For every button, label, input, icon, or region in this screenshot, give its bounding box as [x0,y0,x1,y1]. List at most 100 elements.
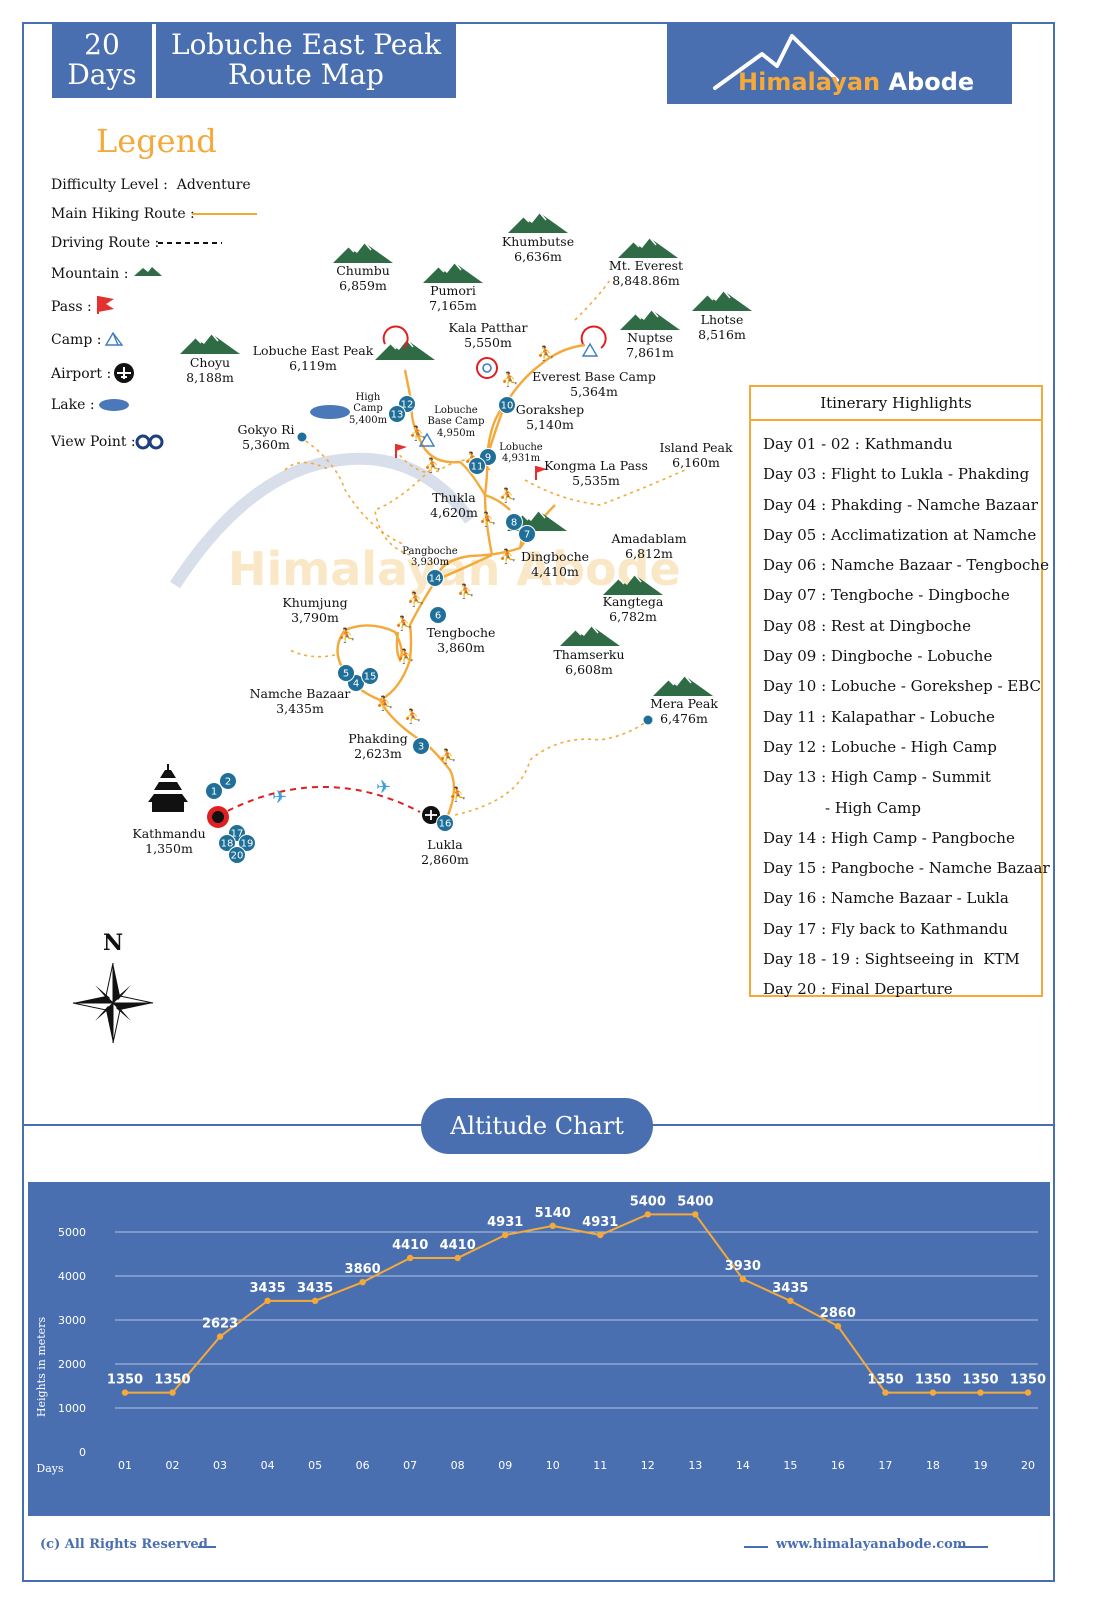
x-tick-label: 16 [831,1459,845,1472]
place-name: Pumori [430,283,476,298]
hiker-icon: ⛹ [424,456,441,474]
itinerary-item: - High Camp [763,798,921,817]
data-point [359,1278,366,1286]
altitude-line [125,1213,1028,1394]
flight-path [217,785,421,817]
svg-text:14: 14 [429,574,442,585]
x-tick-label: 10 [546,1459,560,1472]
svg-text:12: 12 [401,400,414,411]
place-altitude: 2,623m [354,746,402,761]
data-label: 3435 [297,1281,333,1296]
place-name: Kangtega [603,594,664,609]
route-map: Himalayan Abode ✈ ✈ ⛹⛹⛹⛹⛹⛹⛹⛹⛹⛹⛹⛹⛹⛹⛹⛹⛹ Kh… [72,212,752,1044]
legend-lake: Lake : [51,397,95,413]
website-link[interactable]: www.himalayanabode.com [776,1537,967,1552]
svg-text:13: 13 [391,410,404,421]
watermark-text: Himalayan Abode [228,542,681,596]
day-marker: 1 [205,782,223,800]
x-tick-label: 20 [1021,1459,1035,1472]
difficulty-value: Adventure [176,177,251,193]
mountain-icon [333,243,393,263]
data-point [549,1222,556,1230]
place-name: High [356,392,381,403]
mountain-icon [180,334,240,354]
mountain-icon [618,238,678,258]
data-label: 4931 [487,1215,523,1230]
svg-text:4: 4 [353,679,359,690]
mountain-icon [653,676,713,696]
legend-pass: Pass : [51,299,92,315]
mountain-icon [375,340,435,360]
data-point [121,1389,129,1396]
place-altitude: 5,360m [242,437,290,452]
x-tick-label: 08 [451,1459,465,1472]
x-tick-label: 01 [118,1459,132,1472]
data-label: 2860 [820,1306,856,1321]
day-marker: 13 [388,405,406,423]
y-tick-label: 1000 [58,1402,86,1415]
camp-icon [418,432,436,447]
data-point [977,1389,984,1396]
hiker-icon: ⛹ [457,582,474,600]
data-label: 1350 [962,1373,998,1388]
place-altitude: 8,188m [186,370,234,385]
y-tick-label: 3000 [58,1314,86,1327]
hiker-icon: ⛹ [395,614,412,632]
plane-icon: ✈ [376,777,391,798]
itinerary-item: Day 04 : Phakding - Namche Bazaar [763,495,1038,514]
place-name: Base Camp [427,416,484,427]
x-tick-label: 17 [878,1459,892,1472]
place-altitude: 7,165m [429,298,477,313]
itinerary-item: Day 14 : High Camp - Pangboche [763,828,1015,847]
itinerary-item: Day 06 : Namche Bazaar - Tengboche [763,556,1049,575]
hiker-icon: ⛹ [397,647,414,665]
svg-text:11: 11 [471,462,484,473]
place-altitude: 4,931m [502,453,541,464]
y-tick-label: 5000 [58,1226,86,1239]
itinerary-item: Day 10 : Lobuche - Gorekshep - EBC [763,677,1042,696]
legend-airport: Airport : [51,366,112,382]
data-point [169,1389,176,1396]
watermark-swoosh [169,452,475,589]
data-label: 3435 [772,1281,808,1296]
itinerary-item: Day 18 - 19 : Sightseeing in KTM [763,950,1020,969]
plane-icon: ✈ [272,787,287,808]
camp-icon [581,342,599,357]
svg-text:3: 3 [418,742,424,753]
hiker-icon: ⛹ [499,547,516,565]
place-name: Choyu [190,355,230,370]
hiker-icon: ⛹ [479,510,496,528]
place-altitude: 5,364m [570,384,618,399]
place-altitude: 8,848.86m [612,273,680,288]
data-point [502,1231,509,1239]
svg-text:1: 1 [211,787,217,798]
x-tick-label: 05 [308,1459,322,1472]
y-tick-label: 2000 [58,1358,86,1371]
x-tick-label: 19 [973,1459,987,1472]
x-tick-label: 13 [688,1459,702,1472]
place-altitude: 6,160m [672,455,720,470]
days-number: 20 [84,28,120,61]
place-altitude: 6,119m [289,358,337,373]
svg-text:18: 18 [221,839,234,850]
footer-rule [198,1546,216,1548]
data-point [929,1389,937,1396]
y-tick-label: 0 [79,1446,86,1459]
day-marker: 20 [228,846,246,864]
data-point [644,1211,651,1218]
itinerary-title: Itinerary Highlights [751,387,1041,421]
place-altitude: 5,400m [349,415,388,426]
day-marker: 3 [412,737,430,755]
itinerary-panel: Itinerary Highlights Day 01 - 02 : Kathm… [749,385,1050,998]
place-altitude: 6,476m [660,711,708,726]
place-altitude: 3,860m [437,640,485,655]
data-point [1024,1389,1032,1396]
difficulty-label: Difficulty Level : [51,177,168,193]
footer-rule [958,1546,988,1548]
altitude-chart-title: Altitude Chart [421,1098,653,1154]
place-altitude: 4,620m [430,505,478,520]
camp-icon [104,331,124,346]
place-altitude: 6,608m [565,662,613,677]
